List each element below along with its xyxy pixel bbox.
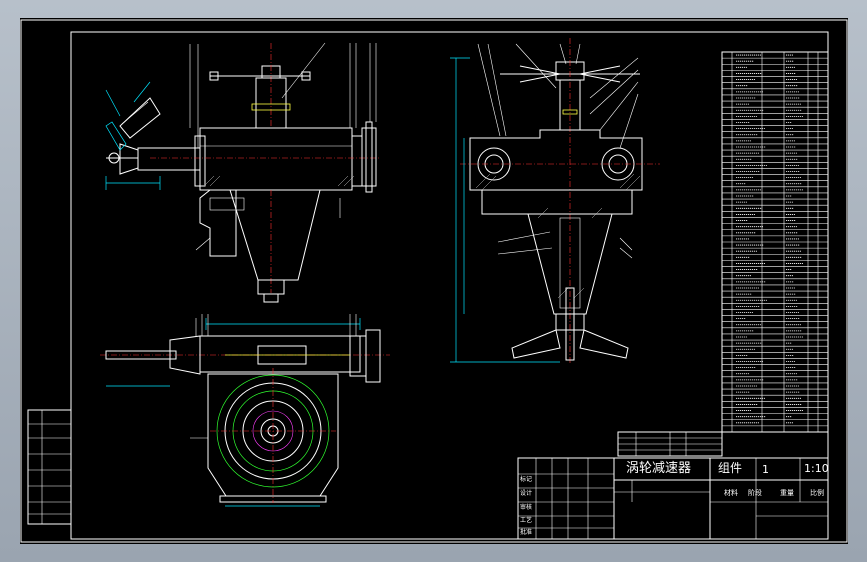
title-row-label: 审核 [520, 504, 533, 511]
title-row-label: 设计 [520, 490, 533, 497]
sheet-border [20, 19, 848, 543]
sectional-elevation-view [450, 38, 660, 363]
parts-list-table [721, 51, 829, 433]
cad-drawing [20, 19, 848, 543]
weight-label: 重量 [780, 489, 794, 497]
title-row-label: 工艺 [520, 517, 533, 524]
quantity-value: 1 [762, 463, 769, 476]
assembly-label: 组件 [718, 461, 743, 475]
scale-label: 比例 [810, 489, 824, 497]
title-block [517, 457, 829, 540]
stage-label: 阶段 [748, 489, 762, 497]
side-elevation-view [105, 42, 380, 303]
title-row-label: 标记 [520, 476, 533, 483]
revision-subtable [617, 431, 723, 457]
drawing-name: 涡轮减速器 [626, 461, 692, 476]
title-row-label: 批准 [520, 529, 533, 536]
scale-value: 1:10 [804, 462, 829, 475]
drawing-canvas[interactable]: 涡轮减速器 组件 1 1:10 材料 阶段 重量 比例 标记 设计 审核 工艺 … [20, 18, 848, 544]
drawing-border [70, 31, 829, 540]
plan-view [100, 314, 390, 507]
left-revision-table [27, 409, 72, 525]
material-label: 材料 [724, 489, 738, 497]
